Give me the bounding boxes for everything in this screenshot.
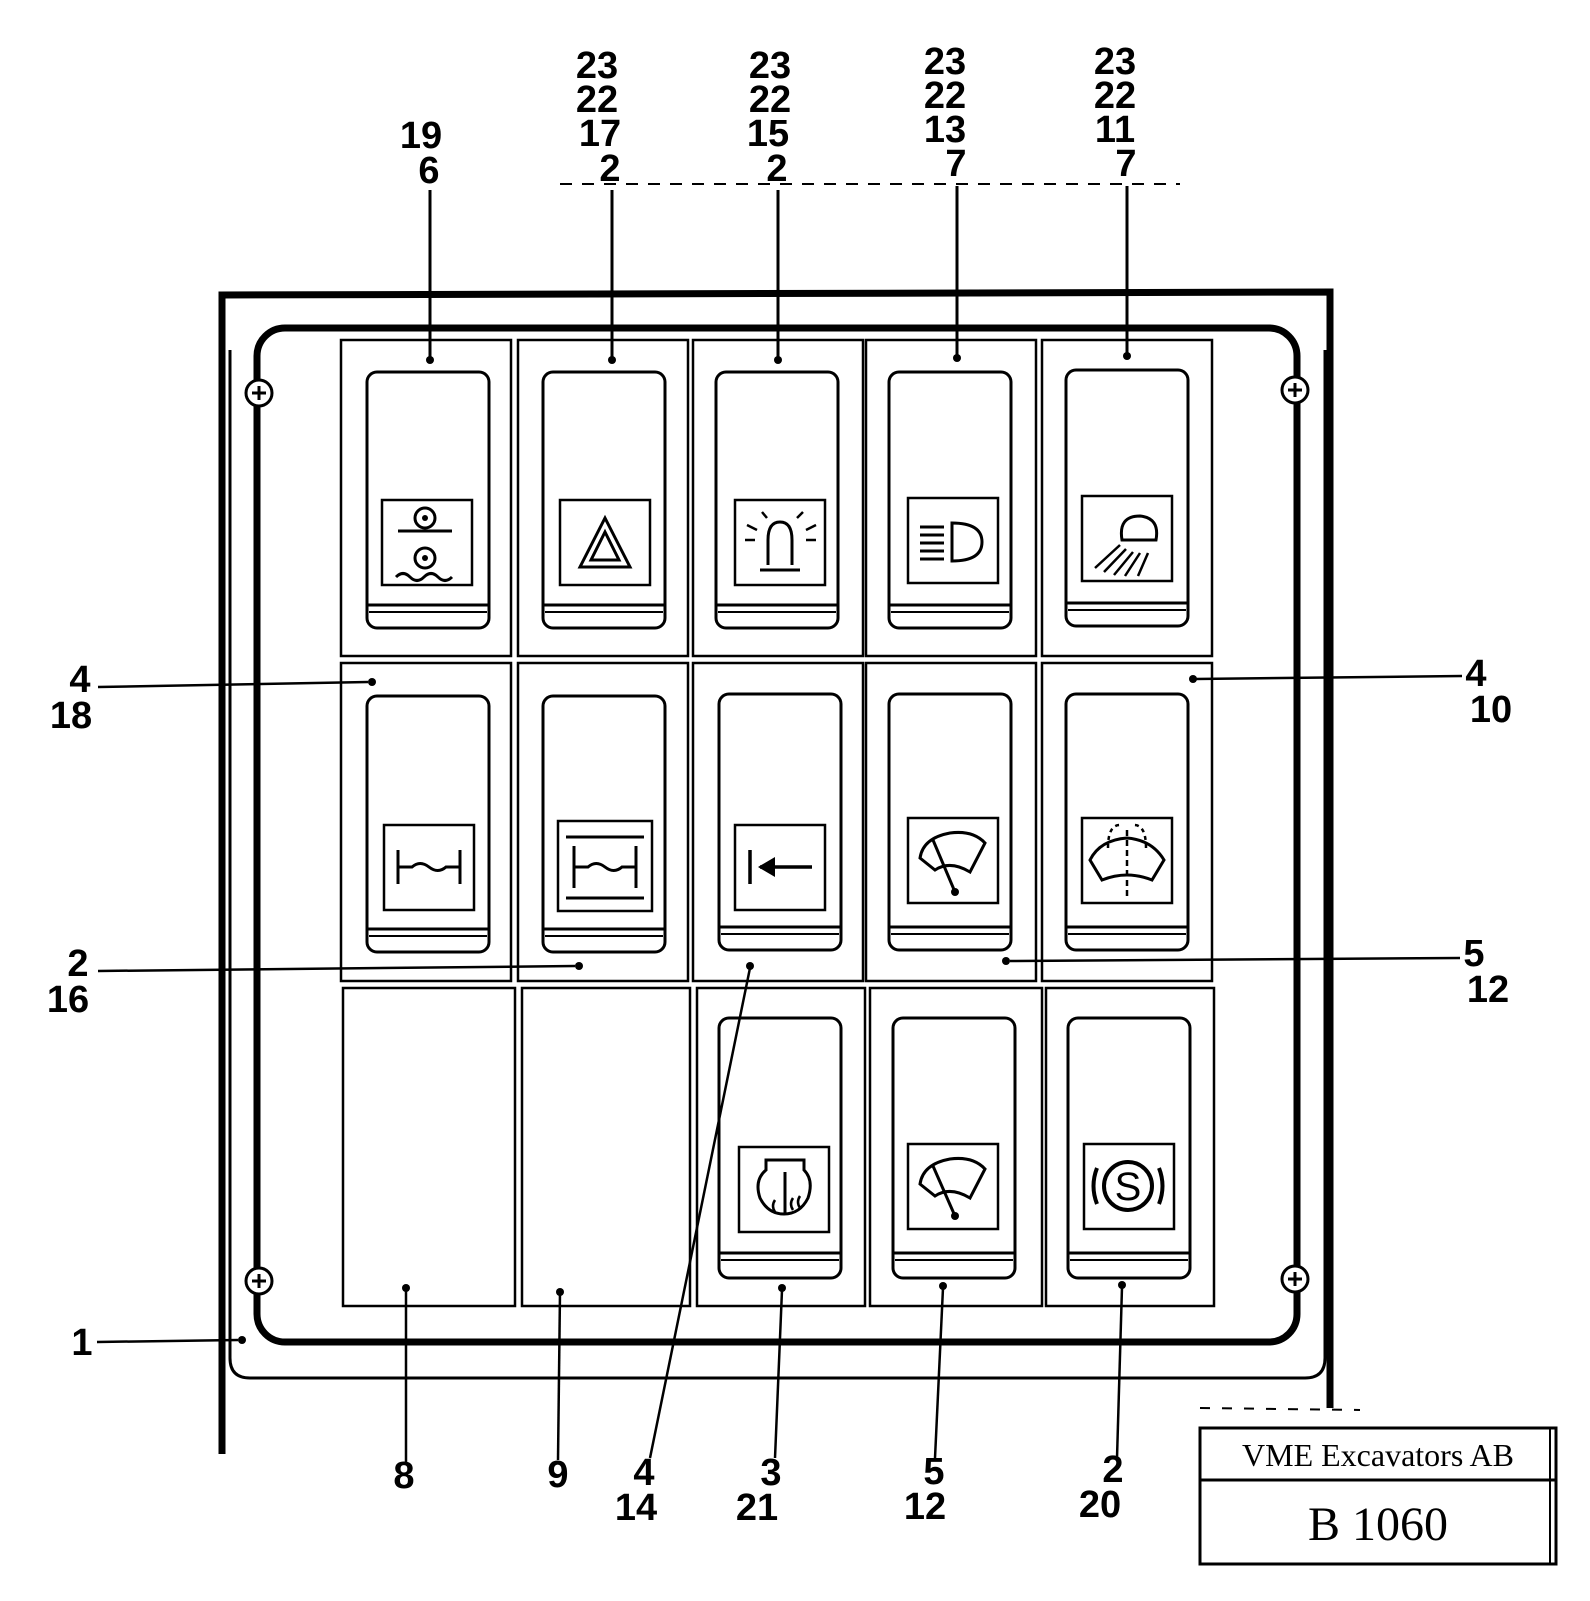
callout-number: 14 (615, 1487, 657, 1529)
switch-row-1 (339, 338, 1214, 658)
callout-number: 2 (599, 148, 620, 190)
switch-row-3: S (341, 986, 1216, 1308)
callout-number: 2 (67, 943, 88, 985)
callout-number: 4 (1465, 653, 1486, 695)
heater-icon (756, 1158, 812, 1216)
callout-number: 23 (1094, 41, 1136, 83)
callout-number: 23 (576, 45, 618, 87)
wiper-icon (918, 1157, 987, 1220)
panel-screws (244, 375, 1310, 1296)
switch-cell: S (1044, 986, 1216, 1308)
callout-number: 2 (766, 148, 787, 190)
callout-number: 3 (760, 1452, 781, 1494)
axle-lock-icon (396, 850, 462, 884)
work-light-icon (1094, 514, 1159, 577)
callout-number: 9 (547, 1454, 568, 1496)
callout-number: 6 (418, 150, 439, 192)
svg-text:S: S (1115, 1165, 1142, 1209)
callout-number: 4 (69, 659, 90, 701)
callout-number: 12 (1467, 969, 1509, 1011)
switch-cell (691, 338, 865, 658)
parking-brake-icon: S (1091, 1160, 1165, 1212)
rotating-beacon-icon (745, 511, 817, 572)
axle-frame-icon (566, 835, 644, 900)
callouts-sides: 4 18 4 10 2 16 5 12 1 (47, 653, 1512, 1364)
screw-icon (244, 378, 274, 408)
callout-number: 20 (1079, 1484, 1121, 1526)
callout-number: 8 (393, 1455, 414, 1497)
panel-frame (218, 183, 1361, 1454)
callout-number: 7 (945, 143, 966, 185)
switch-cell (695, 986, 867, 1308)
callout-number: 22 (1094, 75, 1136, 117)
screw-icon (1280, 1264, 1310, 1294)
track-rollers-icon (394, 506, 454, 582)
callouts-bottom: 8 9 4 14 3 21 5 12 2 20 (393, 1449, 1123, 1529)
arrow-left-icon (748, 850, 812, 884)
callout-number: 18 (50, 695, 92, 737)
switch-cell (516, 661, 690, 983)
callout-number: 4 (633, 1452, 654, 1494)
hazard-triangle-icon (577, 514, 633, 569)
callout-number: 19 (400, 115, 442, 157)
switch-cell (339, 661, 513, 983)
screw-icon (1280, 375, 1310, 405)
switch-cell (1040, 338, 1214, 658)
washer-wiper-icon (1088, 823, 1166, 897)
callout-number: 11 (1095, 109, 1135, 151)
leader-lines (96, 186, 1463, 1462)
company-name: VME Excavators AB (1242, 1437, 1514, 1473)
blank-cover (520, 986, 692, 1308)
switch-cell (864, 338, 1038, 658)
callout-number: 2 (1102, 1449, 1123, 1491)
blank-cover (341, 986, 517, 1308)
switch-cell (691, 661, 865, 983)
callouts-top: 19 6 23 22 17 2 23 22 15 2 23 22 13 7 23… (400, 41, 1137, 192)
switch-cell (516, 338, 690, 658)
switch-row-2 (339, 661, 1214, 983)
callout-number: 5 (1463, 933, 1484, 975)
callout-number: 22 (576, 79, 618, 121)
callout-number: 7 (1115, 143, 1136, 185)
callout-number: 17 (579, 113, 621, 155)
callout-number: 23 (749, 45, 791, 87)
headlight-icon (920, 521, 984, 563)
callout-number: 1 (71, 1322, 92, 1364)
switch-cell (868, 986, 1044, 1308)
title-block: VME Excavators AB B 1060 (1198, 1426, 1558, 1566)
callout-number: 13 (924, 109, 966, 151)
callout-number: 16 (47, 979, 89, 1021)
callout-number: 21 (736, 1487, 778, 1529)
wiper-icon (918, 831, 987, 896)
screw-icon (244, 1266, 274, 1296)
callout-number: 22 (924, 75, 966, 117)
switch-cell (864, 661, 1038, 983)
switch-cell (1040, 661, 1214, 983)
callout-number: 12 (904, 1486, 946, 1528)
callout-number: 22 (749, 79, 791, 121)
callout-number: 5 (923, 1451, 944, 1493)
callout-number: 15 (747, 113, 789, 155)
drawing-code: B 1060 (1308, 1498, 1448, 1551)
callout-number: 10 (1470, 689, 1512, 731)
switch-cell (339, 338, 513, 658)
callout-number: 23 (924, 41, 966, 83)
